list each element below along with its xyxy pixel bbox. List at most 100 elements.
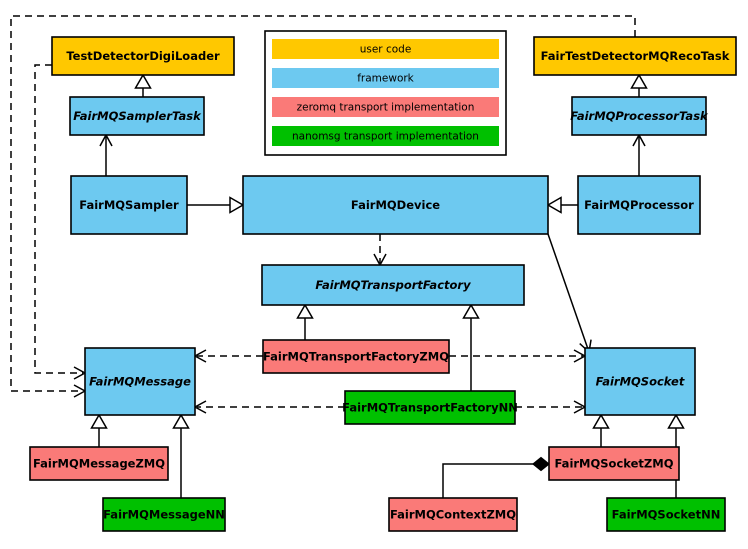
class-node-label: FairMQSocket: [596, 375, 685, 389]
legend-swatch: [272, 68, 499, 88]
class-node-label: TestDetectorDigiLoader: [66, 49, 220, 63]
edge-messagezmq-to-message: [90, 413, 108, 447]
class-node-box: [84, 347, 196, 416]
class-node-fairmqmessagenn[interactable]: FairMQMessageNN: [102, 497, 226, 532]
edge-factorynn-to-factory: [462, 303, 480, 391]
edge-device-to-socket: [547, 233, 592, 354]
edge-sampler-to-samplertask: [99, 133, 113, 176]
class-node-label: FairMQSocketZMQ: [555, 457, 674, 471]
edges-layer: [10, 15, 685, 498]
class-node-box: [242, 175, 549, 235]
legend-label: zeromq transport implementation: [297, 102, 475, 114]
class-node-label: FairMQMessageNN: [103, 508, 225, 522]
class-node-fairmqtransportfactoryzmq[interactable]: FairMQTransportFactoryZMQ: [262, 339, 450, 374]
class-node-label: FairMQContextZMQ: [390, 508, 516, 522]
class-node-box: [584, 347, 696, 416]
edge-line: [34, 64, 83, 374]
class-node-fairmqsampler[interactable]: FairMQSampler: [70, 175, 188, 235]
class-node-label: FairMQSamplerTask: [73, 109, 202, 123]
legend-item-1: framework: [272, 68, 499, 88]
class-node-label: FairTestDetectorMQRecoTask: [541, 49, 730, 63]
class-node-fairmqprocessor[interactable]: FairMQProcessor: [577, 175, 701, 235]
edge-samplertask-to-digiloader: [134, 73, 152, 97]
arrowhead-hollow-triangle: [546, 196, 562, 214]
edge-line: [547, 233, 590, 351]
edge-factorynn-to-message: [193, 400, 345, 414]
nodes-layer: TestDetectorDigiLoader FairTestDetectorMQ…: [29, 36, 737, 532]
class-node-label: FairMQDevice: [351, 198, 440, 212]
class-node-box: [533, 36, 737, 76]
class-node-fairmqsocketzmq[interactable]: FairMQSocketZMQ: [548, 446, 680, 481]
edge-line: [10, 15, 636, 392]
class-node-fairmqmessagezmq[interactable]: FairMQMessageZMQ: [29, 446, 169, 481]
legend-swatch: [272, 97, 499, 117]
edge-factoryzmq-to-factory: [296, 303, 314, 340]
class-node-label: FairMQMessageZMQ: [33, 457, 165, 471]
edge-processor-to-processortask: [632, 133, 646, 176]
edge-factoryzmq-to-message: [193, 349, 263, 363]
class-node-label: FairMQSampler: [79, 198, 179, 212]
arrowhead-hollow-triangle: [462, 303, 480, 319]
class-node-fairmqdevice[interactable]: FairMQDevice: [242, 175, 549, 235]
class-node-box: [548, 446, 680, 481]
class-node-fairmqsamplertask[interactable]: FairMQSamplerTask: [69, 96, 205, 136]
legend-label: user code: [360, 44, 412, 56]
edge-processor-to-device: [546, 196, 578, 214]
class-node-fairmqsocket[interactable]: FairMQSocket: [584, 347, 696, 416]
class-node-box: [261, 264, 525, 306]
edge-line: [442, 463, 534, 498]
class-node-label: FairMQTransportFactoryNN: [342, 401, 518, 415]
legend-item-2: zeromq transport implementation: [272, 97, 499, 117]
arrowhead-filled-diamond: [532, 456, 550, 472]
class-node-box: [388, 497, 518, 532]
class-node-label: FairMQProcessor: [584, 198, 694, 212]
edge-device-to-transportfactory: [373, 234, 387, 267]
legend-label: nanomsg transport implementation: [292, 131, 479, 143]
class-node-fairmqmessage[interactable]: FairMQMessage: [84, 347, 196, 416]
class-node-fairmqprocessortask[interactable]: FairMQProcessorTask: [570, 96, 709, 136]
arrowhead-hollow-triangle: [667, 413, 685, 429]
arrowhead-hollow-triangle: [172, 413, 190, 429]
class-node-label: FairMQTransportFactory: [315, 278, 471, 292]
class-node-box: [102, 497, 226, 532]
class-node-box: [577, 175, 701, 235]
legend-swatch: [272, 39, 499, 59]
legend-items: user code framework zeromq transport imple…: [272, 39, 499, 146]
edge-factorynn-to-socket: [515, 400, 587, 414]
class-node-box: [51, 36, 235, 76]
edge-processortask-to-recotask: [630, 73, 648, 97]
class-node-fairtestdetectormqrecotask[interactable]: FairTestDetectorMQRecoTask: [533, 36, 737, 76]
legend-item-3: nanomsg transport implementation: [272, 126, 499, 146]
edge-messagenn-to-message: [172, 413, 190, 498]
class-node-label: FairMQSocketNN: [612, 508, 721, 522]
arrowhead-hollow-triangle: [630, 73, 648, 89]
class-node-label: FairMQMessage: [89, 375, 191, 389]
class-node-box: [571, 96, 707, 136]
class-node-box: [262, 339, 450, 374]
class-node-box: [29, 446, 169, 481]
edge-socketzmq-to-socket: [592, 413, 610, 447]
class-node-box: [344, 390, 516, 425]
legend-swatch: [272, 126, 499, 146]
class-node-box: [606, 497, 726, 532]
class-node-label: FairMQProcessorTask: [570, 109, 709, 123]
class-node-fairmqtransportfactorynn[interactable]: FairMQTransportFactoryNN: [342, 390, 518, 425]
arrowhead-hollow-triangle: [229, 196, 245, 214]
class-node-fairmqcontextzmq[interactable]: FairMQContextZMQ: [388, 497, 518, 532]
arrowhead-hollow-triangle: [296, 303, 314, 319]
class-node-box: [69, 96, 205, 136]
edge-sampler-to-device: [187, 196, 245, 214]
edge-contextzmq-to-socketzmq: [442, 456, 550, 498]
legend-item-0: user code: [272, 39, 499, 59]
class-node-box: [70, 175, 188, 235]
class-node-fairmqsocketnn[interactable]: FairMQSocketNN: [606, 497, 726, 532]
class-node-testdetectordigiloader[interactable]: TestDetectorDigiLoader: [51, 36, 235, 76]
arrowhead-hollow-triangle: [90, 413, 108, 429]
class-node-label: FairMQTransportFactoryZMQ: [263, 350, 449, 364]
edge-factoryzmq-to-socket: [449, 349, 587, 363]
legend-label: framework: [357, 73, 414, 85]
arrowhead-hollow-triangle: [134, 73, 152, 89]
class-node-fairmqtransportfactory[interactable]: FairMQTransportFactory: [261, 264, 525, 306]
